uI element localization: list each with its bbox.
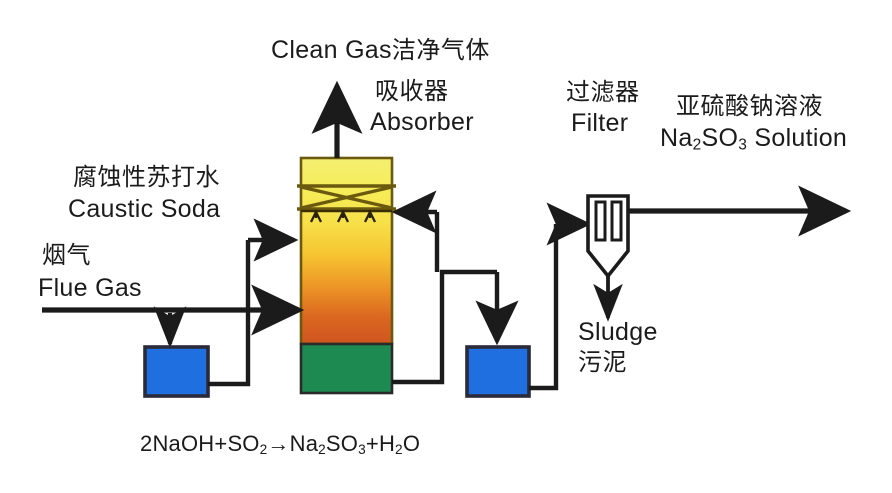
- reaction-equation: 2NaOH+SO2→Na2SO3+H2O: [140, 431, 420, 458]
- product-na: Na: [660, 124, 693, 152]
- absorber-label-en: Absorber: [370, 108, 474, 136]
- eq-arrow: →: [267, 431, 290, 456]
- flue-gas-label-en: Flue Gas: [38, 274, 142, 302]
- eq-h-sub: 2: [395, 442, 403, 457]
- absorber-liquid-pool: [299, 342, 394, 395]
- flue-gas-label-cn: 烟气: [42, 242, 91, 269]
- absorber-label-cn: 吸收器: [375, 78, 449, 105]
- eq-o: O: [402, 431, 421, 456]
- absorber-column: [297, 156, 396, 395]
- product-so: SO: [701, 124, 739, 152]
- eq-so3-sub: 3: [358, 442, 366, 457]
- product-label-cn: 亚硫酸钠溶液: [676, 93, 823, 120]
- spray-nozzle-1: [309, 209, 323, 223]
- eq-na: Na: [289, 431, 319, 456]
- eq-plus-1: +: [214, 431, 228, 456]
- recycle-tank-to-filter-line: [529, 202, 592, 391]
- eq-na-sub: 2: [318, 442, 326, 457]
- product-so-sub: 3: [738, 136, 748, 154]
- spray-nozzle-2: [336, 209, 350, 223]
- filter-label-cn: 过滤器: [566, 79, 640, 106]
- caustic-to-column-line: [208, 218, 299, 387]
- caustic-soda-tank: [143, 345, 210, 398]
- product-na-sub: 2: [692, 136, 702, 154]
- product-solution: Solution: [747, 124, 848, 152]
- demister-pack: [297, 184, 396, 211]
- eq-so3: SO: [325, 431, 359, 456]
- eq-coeff: 2: [140, 431, 153, 456]
- eq-h: H: [378, 431, 396, 456]
- filter-plate-2: [610, 200, 623, 242]
- column-to-recycle-tank-line: [392, 269, 519, 385]
- clean-gas-label-en: Clean Gas: [271, 36, 392, 64]
- eq-naoh: NaOH: [152, 431, 215, 456]
- caustic-soda-label-en: Caustic Soda: [68, 195, 221, 223]
- spray-nozzle-3: [363, 209, 377, 223]
- eq-plus-2: +: [365, 431, 379, 456]
- filter-plate-1: [594, 200, 607, 242]
- filter-label-en: Filter: [571, 109, 629, 137]
- eq-so: SO: [227, 431, 260, 456]
- sludge-label-cn: 污泥: [578, 349, 627, 376]
- clean-gas-label-cn: 洁净气体: [391, 37, 490, 64]
- clean-gas-label: Clean Gas洁净气体: [271, 36, 490, 66]
- product-label-en: Na2SO3 Solution: [660, 124, 847, 155]
- eq-so-sub: 2: [259, 442, 268, 457]
- spray-nozzle-header: [301, 209, 392, 223]
- filter-unit: [586, 194, 630, 279]
- spray-return-line: [391, 190, 440, 272]
- sludge-label-en: Sludge: [578, 318, 658, 346]
- caustic-soda-label-cn: 腐蚀性苏打水: [73, 164, 220, 191]
- recirculation-tank: [465, 345, 531, 398]
